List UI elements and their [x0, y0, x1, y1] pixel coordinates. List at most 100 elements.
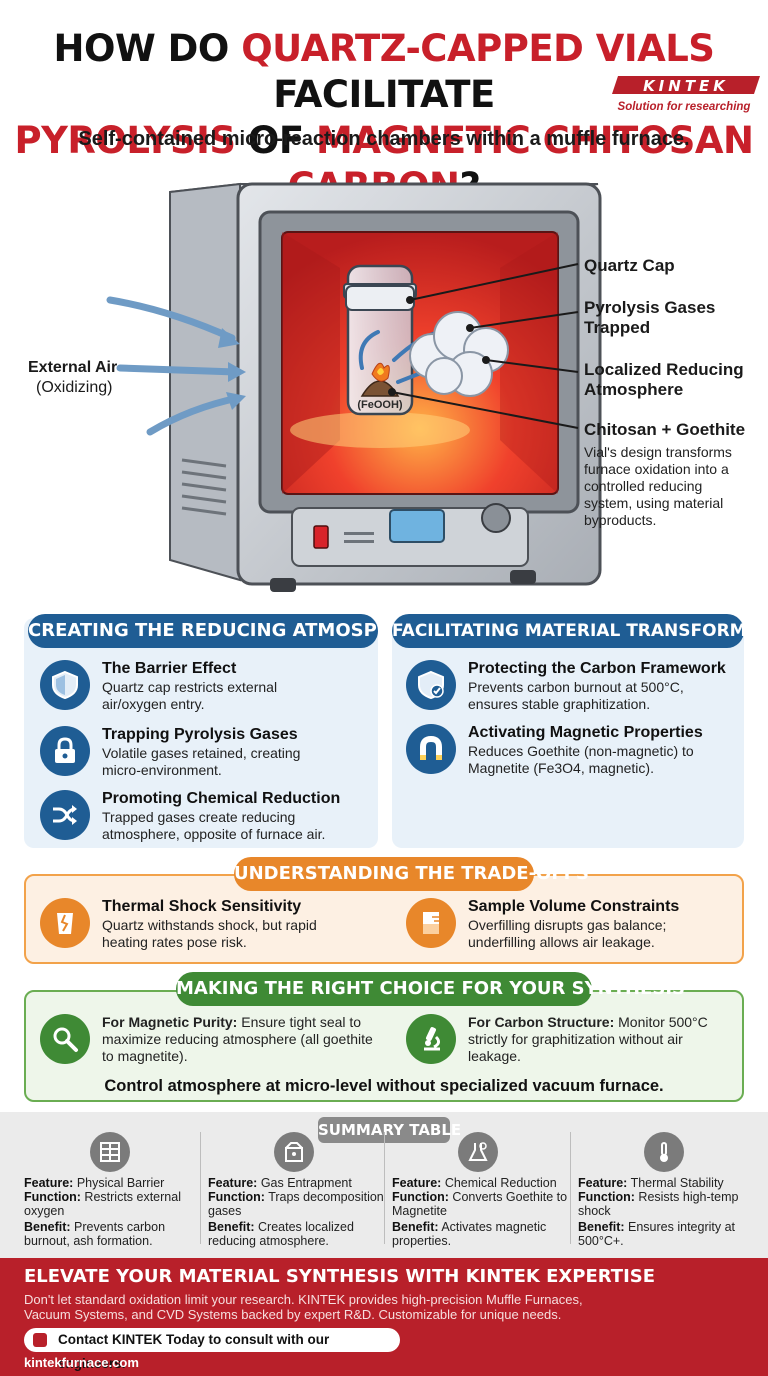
title-highlight: PYROLYSIS	[14, 119, 237, 162]
summary-value: Activates magnetic properties.	[392, 1220, 547, 1248]
choice-desc: Ensure tight seal to maximize reducing a…	[102, 1014, 373, 1064]
external-air-label: External Air (Oxidizing)	[28, 358, 117, 398]
item-desc: Quartz withstands shock, but rapid heati…	[102, 917, 317, 950]
quartz-cap	[345, 285, 415, 311]
shuffle-icon	[40, 790, 90, 840]
summary-value: Gas Entrapment	[260, 1176, 352, 1190]
contact-button[interactable]: Contact KINTEK Today to consult with our…	[24, 1328, 400, 1371]
summary-row: Function: Traps decomposition gases	[208, 1190, 392, 1218]
furnace-diagram: (FeOOH) External Air (Oxidizing) Quartz …	[0, 160, 768, 610]
flask-gear-icon	[458, 1132, 498, 1172]
summary-row: Feature: Gas Entrapment	[208, 1176, 392, 1190]
summary-divider	[384, 1132, 385, 1244]
magnifier-icon	[40, 1014, 90, 1064]
summary-row: Benefit: Ensures integrity at 500°C+.	[578, 1220, 762, 1248]
summary-label: Feature:	[208, 1176, 258, 1190]
item-title: Trapping Pyrolysis Gases	[102, 726, 298, 743]
summary-label: Function:	[24, 1190, 81, 1204]
choice-heading: MAKING THE RIGHT CHOICE FOR YOUR SYNTHES…	[176, 972, 685, 1006]
vial-label: (FeOOH)	[357, 399, 403, 411]
brand-name: KINTEK	[643, 77, 729, 95]
choice-title: For Magnetic Purity:	[102, 1014, 238, 1030]
callout-line: Localized Reducing	[584, 360, 744, 379]
choice-text: For Carbon Structure: Monitor 500°C stri…	[468, 1014, 736, 1065]
choice-item: For Carbon Structure: Monitor 500°C stri…	[406, 1014, 742, 1070]
magnet-icon	[406, 724, 456, 774]
summary-value: Converts Goethite to Magnetite	[392, 1190, 568, 1218]
title-text: HOW DO	[53, 27, 242, 70]
barrier-icon	[90, 1132, 130, 1172]
item-title: Protecting the Carbon Framework	[468, 660, 726, 677]
item-title: Promoting Chemical Reduction	[102, 790, 341, 807]
title-line-1: HOW DO QUARTZ-CAPPED VIALS FACILITATE	[0, 26, 768, 118]
choice-item: For Magnetic Purity: Ensure tight seal t…	[40, 1014, 380, 1070]
summary-text: Feature: Chemical Reduction Function: Co…	[392, 1176, 576, 1248]
summary-divider	[570, 1132, 571, 1244]
reducing-item: Trapping Pyrolysis Gases Volatile gases …	[40, 726, 370, 782]
title-line-2: PYROLYSIS OF MAGNETIC CHITOSAN CARBON?	[0, 118, 768, 210]
summary-label: Benefit:	[392, 1220, 439, 1234]
summary-value: Creates localized reducing atmosphere.	[208, 1220, 354, 1248]
summary-row: Function: Resists high-temp shock	[578, 1190, 762, 1218]
summary-value: Chemical Reduction	[444, 1176, 557, 1190]
summary-column: Feature: Thermal Stability Function: Res…	[578, 1132, 762, 1252]
summary-row: Feature: Physical Barrier	[24, 1176, 208, 1190]
summary-row: Feature: Chemical Reduction	[392, 1176, 576, 1190]
summary-label: Feature:	[578, 1176, 628, 1190]
choice-conclusion: Control atmosphere at micro-level withou…	[104, 1077, 664, 1095]
callout-line: Atmosphere	[584, 380, 684, 399]
tradeoff-item: Sample Volume Constraints Overfilling di…	[406, 898, 742, 954]
external-air-line: (Oxidizing)	[36, 379, 113, 396]
callout-description: Vial's design transforms furnace oxidati…	[584, 444, 732, 528]
summary-label: Function:	[208, 1190, 265, 1204]
item-desc: Reduces Goethite (non-magnetic) to Magne…	[468, 743, 694, 776]
summary-value: Thermal Stability	[630, 1176, 724, 1190]
summary-divider	[200, 1132, 201, 1244]
summary-row: Feature: Thermal Stability	[578, 1176, 762, 1190]
title-text: OF	[235, 119, 317, 162]
reducing-heading: CREATING THE REDUCING ATMOSPHERE	[28, 614, 430, 648]
transformation-item: Activating Magnetic Properties Reduces G…	[406, 724, 742, 780]
summary-column: Feature: Gas Entrapment Function: Traps …	[208, 1132, 392, 1252]
item-desc: Trapped gases create reducing atmosphere…	[102, 809, 326, 842]
brand-tagline: Solution for researching	[618, 101, 751, 113]
summary-text: Feature: Thermal Stability Function: Res…	[578, 1176, 762, 1248]
dial-knob-icon	[481, 503, 511, 533]
summary-text: Feature: Gas Entrapment Function: Traps …	[208, 1176, 392, 1248]
reducing-item: Promoting Chemical Reduction Trapped gas…	[40, 790, 370, 846]
footer-heading: ELEVATE YOUR MATERIAL SYNTHESIS WITH KIN…	[24, 1266, 656, 1287]
item-desc: Prevents carbon burnout at 500°C, ensure…	[468, 679, 684, 712]
summary-label: Benefit:	[578, 1220, 625, 1234]
cracked-glass-icon	[40, 898, 90, 948]
footer-url[interactable]: kintekfurnace.com	[24, 1355, 139, 1370]
summary-row: Benefit: Creates localized reducing atmo…	[208, 1220, 392, 1248]
summary-label: Function:	[578, 1190, 635, 1204]
microscope-icon	[406, 1014, 456, 1064]
callout-line: Pyrolysis Gases	[584, 298, 716, 317]
external-air-line: External Air	[28, 359, 118, 376]
reducing-item: The Barrier Effect Quartz cap restricts …	[40, 660, 370, 716]
item-title: Thermal Shock Sensitivity	[102, 898, 302, 915]
shield-icon	[40, 660, 90, 710]
summary-column: Feature: Chemical Reduction Function: Co…	[392, 1132, 576, 1252]
summary-column: Feature: Physical Barrier Function: Rest…	[24, 1132, 208, 1252]
summary-value: Resists high-temp shock	[578, 1190, 739, 1218]
summary-label: Benefit:	[208, 1220, 255, 1234]
page-subtitle: Self-contained micro-reaction chambers w…	[78, 128, 690, 150]
callout-chitosan-goethite: Chitosan + Goethite	[584, 420, 746, 439]
summary-value: Ensures integrity at 500°C+.	[578, 1220, 736, 1248]
thermometer-icon	[644, 1132, 684, 1172]
summary-label: Feature:	[392, 1176, 442, 1190]
summary-text: Feature: Physical Barrier Function: Rest…	[24, 1176, 208, 1248]
display-screen	[389, 509, 445, 543]
summary-label: Benefit:	[24, 1220, 71, 1234]
title-text: FACILITATE	[273, 73, 495, 116]
tradeoffs-heading: UNDERSTANDING THE TRADE-OFFS	[234, 857, 589, 891]
summary-row: Benefit: Activates magnetic properties.	[392, 1220, 576, 1248]
lock-icon	[40, 726, 90, 776]
furnace-illustration: (FeOOH)	[106, 182, 602, 592]
summary-row: Function: Restricts external oxygen	[24, 1190, 208, 1218]
choice-desc: Monitor 500°C strictly for graphitizatio…	[468, 1014, 708, 1064]
transformation-item: Protecting the Carbon Framework Prevents…	[406, 660, 742, 716]
callout-line: Trapped	[584, 318, 651, 337]
